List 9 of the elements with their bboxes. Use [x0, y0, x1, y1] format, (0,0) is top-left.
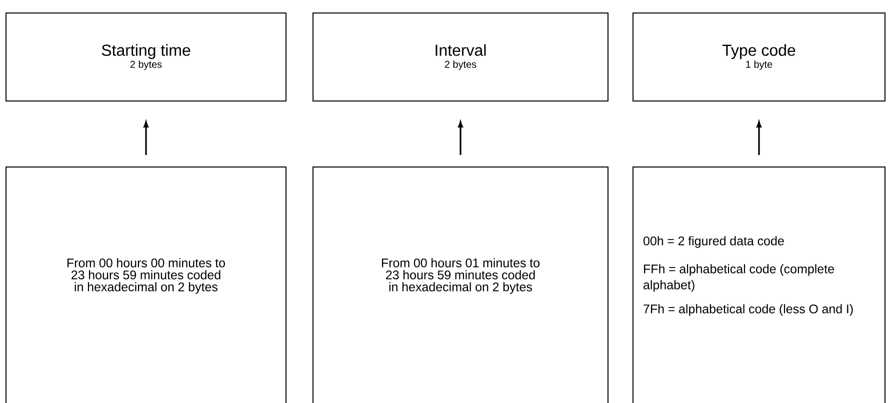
- arrow: [756, 121, 762, 155]
- arrow: [144, 121, 148, 155]
- description-box: From 00 hours 01 minutes to 23 hours 59 minutes coded in hexadecimal on 2 bytes: [312, 166, 608, 403]
- title-box: Starting time 2 bytes: [6, 12, 286, 102]
- title-box: Type code 1 byte: [632, 12, 886, 102]
- title-box: Interval 2 bytes: [312, 12, 608, 102]
- description-box: 00h = 2 figured data code FFh = alphabetical code (complete alphabet) 7Fh = alphabetical code (less O and I): [632, 166, 886, 403]
- arrow: [458, 121, 463, 155]
- description-box: From 00 hours 00 minutes to 23 hours 59 minutes coded in hexadecimal on 2 bytes: [6, 166, 286, 403]
